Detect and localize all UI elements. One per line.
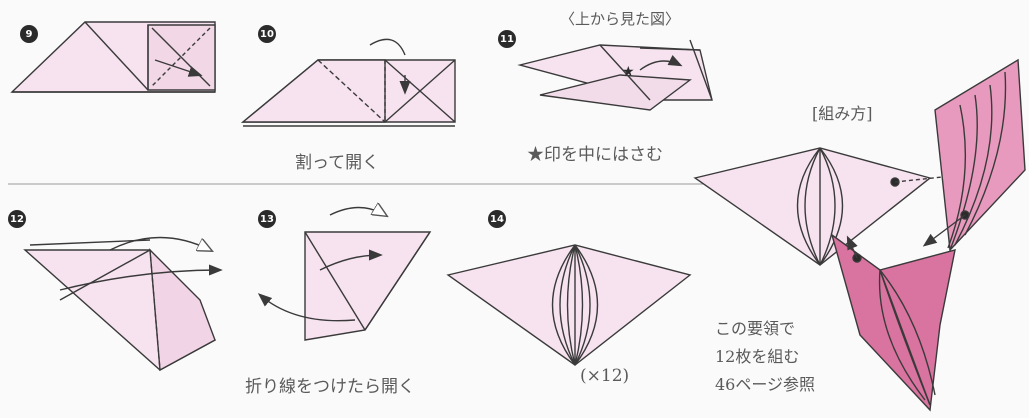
step-11-figure: ★ — [520, 40, 712, 110]
assembly-note-line-3: 46ページ参照 — [715, 371, 815, 395]
assembly-note-line-1: この要領で — [715, 315, 795, 339]
step-14-caption: (×12) — [580, 366, 629, 386]
assembly-title: [組み方] — [812, 100, 873, 124]
step-9-figure — [12, 22, 215, 92]
svg-text:★: ★ — [622, 64, 635, 80]
assembly-unit-pink-right — [925, 60, 1025, 250]
assembly-note-line-2: 12枚を組む — [715, 343, 799, 367]
step-number-12: 12 — [8, 210, 26, 228]
step-11-top-note: 〈上から見た図〉 — [560, 8, 680, 29]
step-14-figure — [448, 245, 690, 365]
step-number-9: 9 — [20, 25, 38, 43]
step-13-figure — [260, 208, 430, 341]
step-number-14: 14 — [488, 210, 506, 228]
step-10-caption: 割って開く — [295, 148, 379, 173]
step-13-caption: 折り線をつけたら開く — [245, 372, 415, 397]
step-12-figure — [25, 238, 220, 371]
step-11-caption: ★印を中にはさむ — [527, 140, 663, 165]
step-10-figure — [243, 39, 455, 126]
assembly-unit-pink-bottom — [832, 235, 955, 410]
step-number-13: 13 — [258, 210, 276, 228]
step-number-11: 11 — [498, 30, 516, 48]
step-number-10: 10 — [258, 25, 276, 43]
